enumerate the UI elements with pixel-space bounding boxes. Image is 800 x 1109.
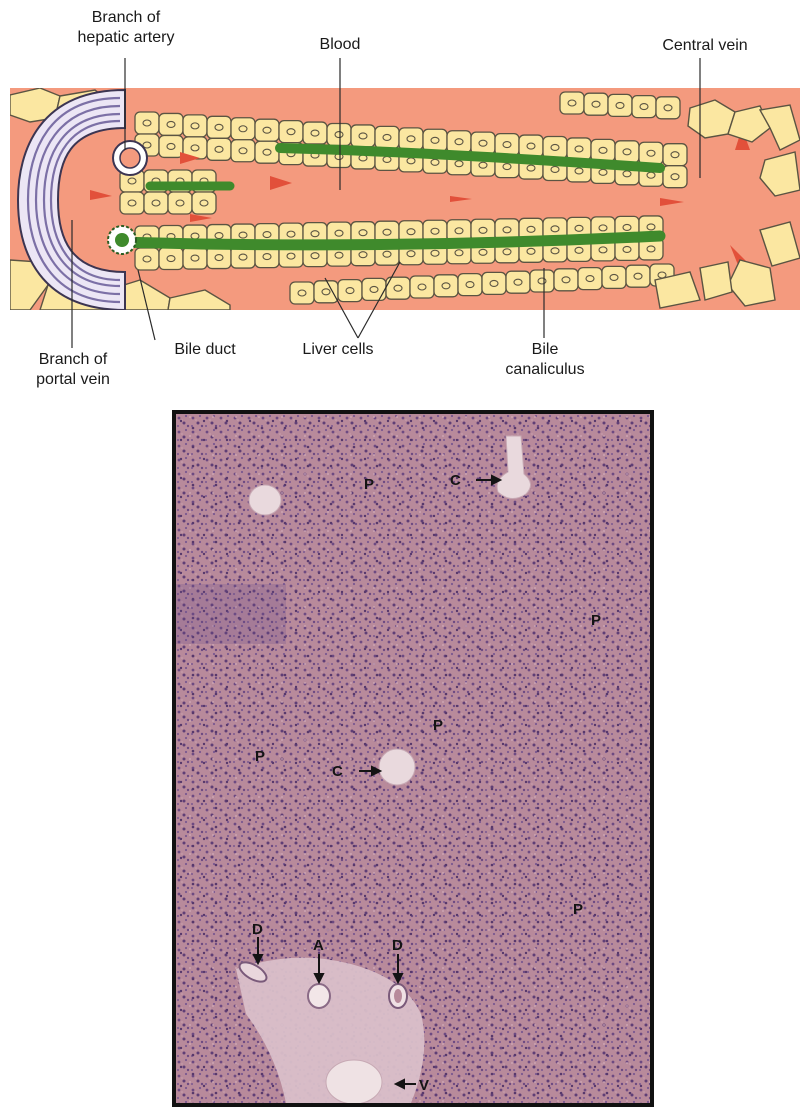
liver-cell <box>519 135 543 157</box>
liver-cell <box>639 142 663 164</box>
liver-cell <box>471 132 495 154</box>
liver-cell <box>602 266 626 288</box>
label-p4: P <box>255 748 265 765</box>
liver-cell <box>591 139 615 161</box>
liver-cell <box>168 192 192 214</box>
liver-cell <box>207 138 231 160</box>
label-c2: C <box>332 763 343 780</box>
liver-cell <box>159 113 183 135</box>
liver-cell <box>663 144 687 166</box>
liver-cell <box>327 124 351 146</box>
liver-cell <box>207 116 231 138</box>
liver-cell <box>375 126 399 148</box>
liver-cell <box>255 119 279 141</box>
liver-cell <box>423 129 447 151</box>
artery-a <box>308 984 330 1008</box>
liver-cell <box>255 141 279 163</box>
liver-cell <box>530 270 554 292</box>
liver-cell <box>567 138 591 160</box>
liver-cell <box>506 271 530 293</box>
liver-cell <box>447 131 471 153</box>
liver-cell <box>338 280 362 302</box>
liver-cell <box>314 281 338 303</box>
label-p3: P <box>433 717 443 734</box>
liver-cell <box>290 282 314 304</box>
liver-cell <box>615 141 639 163</box>
liver-cell <box>135 248 159 270</box>
liver-cell <box>231 140 255 162</box>
label-c1: C <box>450 472 461 489</box>
liver-cell <box>120 192 144 214</box>
liver-cell <box>303 122 327 144</box>
label-portal-vein: Branch of portal vein <box>18 350 128 390</box>
liver-cell <box>663 166 687 188</box>
liver-cell <box>434 275 458 297</box>
liver-cell <box>159 248 183 270</box>
liver-cell <box>584 93 608 115</box>
label-p2: P <box>591 612 601 629</box>
liver-cell <box>183 247 207 269</box>
liver-micrograph: P C P P P C P D A D V <box>172 410 654 1107</box>
liver-cell <box>351 125 375 147</box>
label-blood: Blood <box>310 35 370 55</box>
liver-cell <box>543 136 567 158</box>
label-hepatic-artery: Branch of hepatic artery <box>58 8 194 48</box>
label-p5: P <box>573 901 583 918</box>
liver-cell <box>231 118 255 140</box>
liver-cell <box>183 115 207 137</box>
vein-v <box>326 1060 382 1103</box>
liver-cell <box>279 121 303 143</box>
label-d1: D <box>252 921 263 938</box>
liver-cell <box>656 97 680 119</box>
liver-cell <box>159 135 183 157</box>
liver-cell <box>192 192 216 214</box>
liver-cell <box>632 96 656 118</box>
label-a: A <box>313 937 324 954</box>
micrograph-image: P C P P P C P D A D V <box>176 414 650 1103</box>
liver-cell <box>135 112 159 134</box>
liver-cell <box>495 134 519 156</box>
liver-cell <box>560 92 584 114</box>
liver-cell <box>554 269 578 291</box>
liver-cell <box>399 128 423 150</box>
label-central-vein: Central vein <box>640 36 770 56</box>
label-bile-canaliculus: Bile canaliculus <box>490 340 600 380</box>
liver-cell <box>578 268 602 290</box>
liver-cell <box>362 278 386 300</box>
liver-cell <box>410 276 434 298</box>
label-v: V <box>419 1077 429 1094</box>
label-bile-duct: Bile duct <box>160 340 250 360</box>
label-liver-cells: Liver cells <box>288 340 388 360</box>
label-p1: P <box>364 476 374 493</box>
liver-cell <box>482 272 506 294</box>
label-d2: D <box>392 937 403 954</box>
liver-lobule-diagram <box>0 0 800 400</box>
liver-cell <box>608 94 632 116</box>
liver-cell <box>626 265 650 287</box>
liver-cell <box>144 192 168 214</box>
liver-cell <box>458 274 482 296</box>
